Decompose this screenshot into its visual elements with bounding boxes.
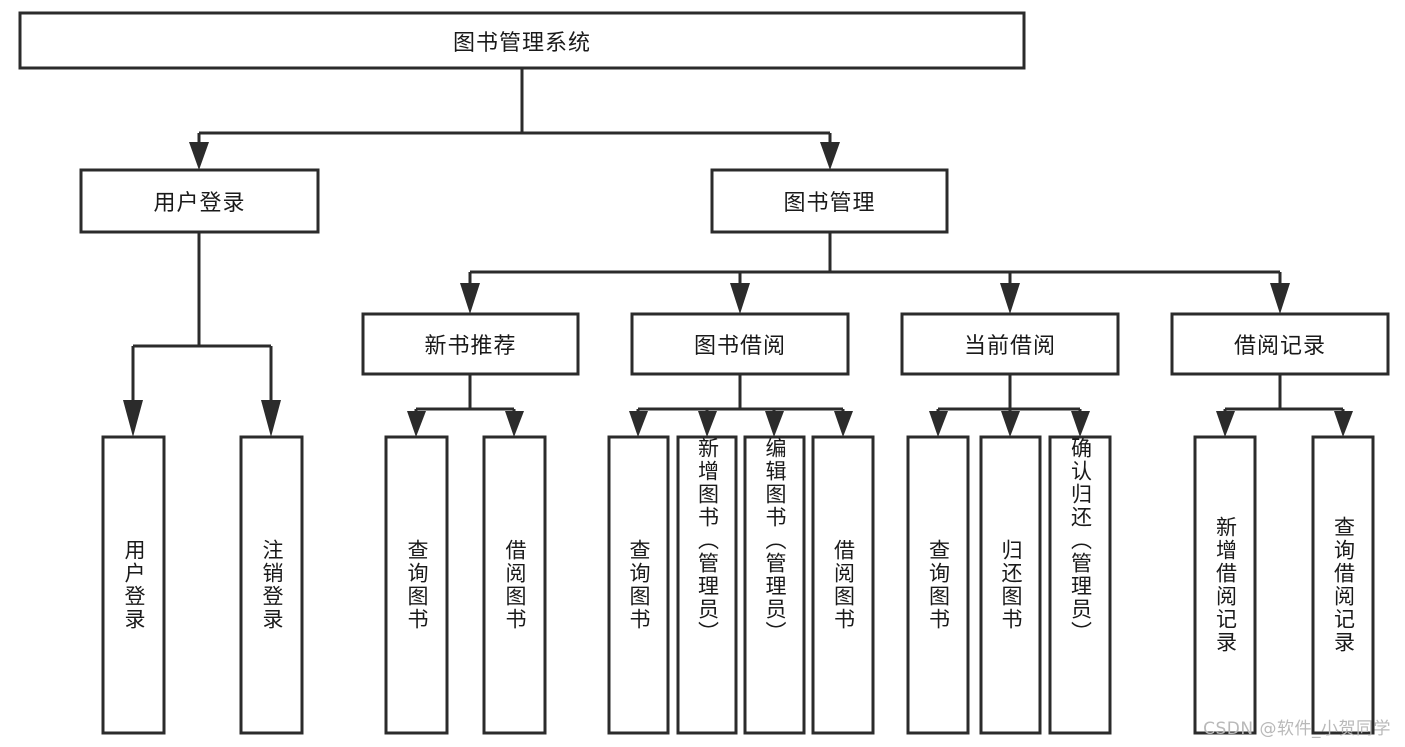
leaf-box-add-borrow-record[interactable] <box>1193 435 1257 735</box>
connector-group-borrow-record <box>1216 374 1353 437</box>
leaf-box-logout[interactable] <box>239 435 304 735</box>
arrowhead-currentborrow-l3 <box>1071 411 1090 437</box>
leaf-box-edit-book-admin[interactable] <box>743 435 806 735</box>
arrowhead-bookmgmt-c4 <box>1270 283 1290 314</box>
connector-group-current-borrow <box>929 374 1090 437</box>
arrowhead-root-to-user <box>189 142 209 170</box>
leaf-box-add-book-admin[interactable] <box>676 435 738 735</box>
arrowhead-bookmgmt-c2 <box>730 283 750 314</box>
node-box-root[interactable] <box>18 11 1026 70</box>
connector-group-root <box>189 68 840 170</box>
leaf-box-user-login[interactable] <box>101 435 166 735</box>
leaf-box-query-book-2[interactable] <box>607 435 670 735</box>
connector-group-book-borrow <box>629 374 853 437</box>
arrowhead-bookmgmt-c3 <box>1000 283 1020 314</box>
leaf-box-borrow-book-2[interactable] <box>811 435 875 735</box>
arrowhead-currentborrow-l1 <box>929 411 948 437</box>
arrowhead-bookborrow-l3 <box>765 411 784 437</box>
arrowhead-newbook-l1 <box>407 411 426 437</box>
node-box-new-book-recommend[interactable] <box>361 312 580 376</box>
node-box-user-login[interactable] <box>79 168 320 234</box>
node-box-book-management[interactable] <box>710 168 949 234</box>
arrowhead-bookborrow-l4 <box>834 411 853 437</box>
leaf-box-query-book-3[interactable] <box>906 435 970 735</box>
leaf-box-query-book-1[interactable] <box>384 435 449 735</box>
connector-group-new-book <box>407 374 524 437</box>
arrowhead-currentborrow-l2 <box>1001 411 1020 437</box>
arrowhead-borrowrecord-l2 <box>1334 411 1353 437</box>
leaf-box-borrow-book-1[interactable] <box>482 435 547 735</box>
arrowhead-bookborrow-l1 <box>629 411 648 437</box>
arrowhead-userlogin-l2 <box>261 400 281 437</box>
leaf-box-return-book[interactable] <box>979 435 1042 735</box>
node-box-book-borrow[interactable] <box>630 312 850 376</box>
leaf-box-confirm-return-admin[interactable] <box>1048 435 1112 735</box>
arrowhead-borrowrecord-l1 <box>1216 411 1235 437</box>
node-box-current-borrow[interactable] <box>900 312 1120 376</box>
arrowhead-bookborrow-l2 <box>698 411 717 437</box>
arrowhead-newbook-l2 <box>505 411 524 437</box>
arrowhead-bookmgmt-c1 <box>460 283 480 314</box>
node-box-borrow-record[interactable] <box>1170 312 1390 376</box>
arrowhead-root-to-book <box>820 142 840 170</box>
leaf-box-query-borrow-record[interactable] <box>1311 435 1375 735</box>
arrowhead-userlogin-l1 <box>123 400 143 437</box>
connector-group-user-login <box>123 232 281 437</box>
connector-group-book-mgmt <box>460 232 1290 314</box>
